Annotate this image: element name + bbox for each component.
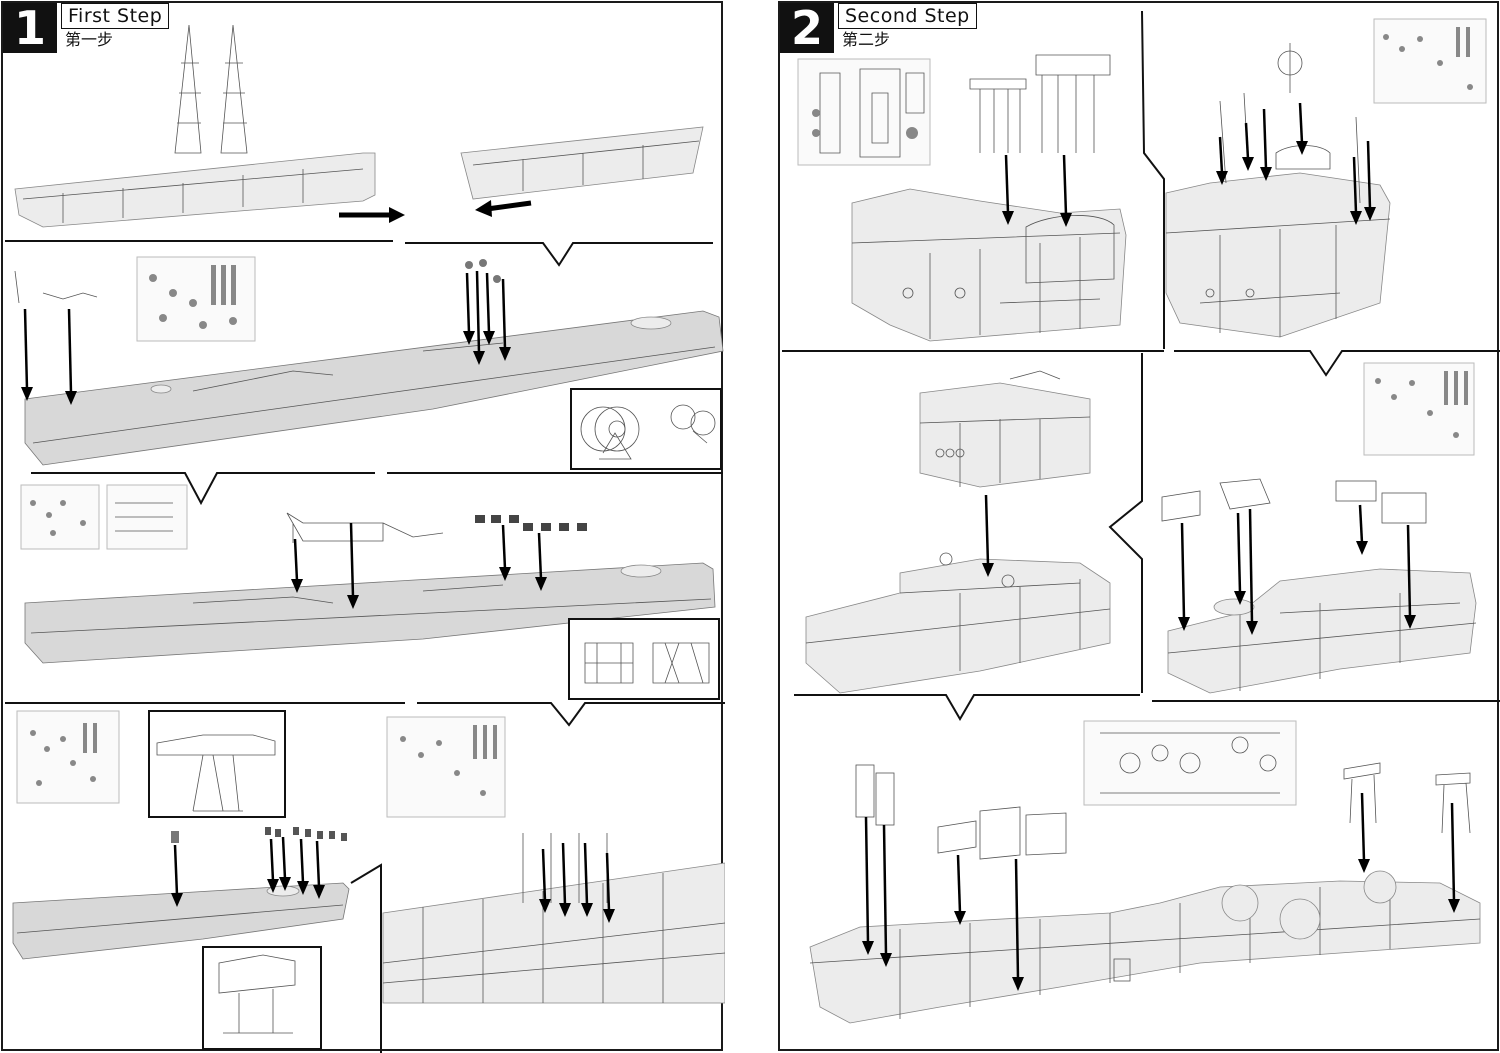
inset-reels [570,388,722,470]
parts-2a [969,54,1111,153]
step2-number: 2 [780,3,834,53]
rear-hull-section [14,152,376,228]
hull-b [24,310,724,466]
bridge-2d [1167,568,1477,694]
inset-frames [568,618,720,700]
step2-title: Second Step [838,3,977,29]
arrows-2b [1216,102,1376,225]
bridge-2b [1165,145,1391,338]
arrows-2d [1178,504,1416,635]
deck-2e [809,870,1481,1024]
step1-title: First Step [61,3,170,29]
sprue-sheet-c [20,484,188,550]
step1-subtitle: 第一步 [65,30,114,49]
parts-b [14,259,501,304]
step2-header: 2 Second Step 第二步 [780,3,977,53]
parts-2e [855,762,1471,860]
arrows-2e [862,792,1460,991]
sprue-sheet-2b [1373,18,1487,104]
sprue-sheet-d [16,710,506,818]
step1-panel: 1 First Step 第一步 [1,1,725,1053]
parts-2d [1161,478,1427,524]
sprue-sheet-2a [797,58,931,166]
sprue-sheet-2d [1363,362,1475,456]
deck-detail-d [382,833,725,1004]
join-arrows [339,200,532,223]
bridge-tower-2c [919,370,1091,488]
step1-number: 1 [3,3,57,53]
step2-illustration [782,10,1500,1024]
parts-c [286,512,587,543]
bridge-base-2c [805,552,1111,694]
step2-subtitle: 第二步 [842,30,891,49]
arrows-2a [1002,154,1072,227]
arrows-2c [982,494,994,577]
parts-d [171,827,347,843]
bridge-2a [851,188,1127,342]
hull-d [12,882,350,960]
step1-header: 1 First Step 第一步 [3,3,170,53]
step1-illustration [5,24,725,1053]
inset-gun-a [148,710,286,818]
arrows-d [171,836,325,907]
arrows-d2 [539,842,615,923]
deck-plates-illustration [174,24,248,154]
arrows-c [291,522,547,609]
sprue-sheet-b [136,256,256,342]
sprue-sheet-2e [1083,720,1297,806]
arrows-b [21,270,511,405]
front-hull-section [460,126,704,200]
inset-gun-b [202,946,322,1050]
step2-panel: 2 Second Step 第二步 [778,1,1500,1051]
